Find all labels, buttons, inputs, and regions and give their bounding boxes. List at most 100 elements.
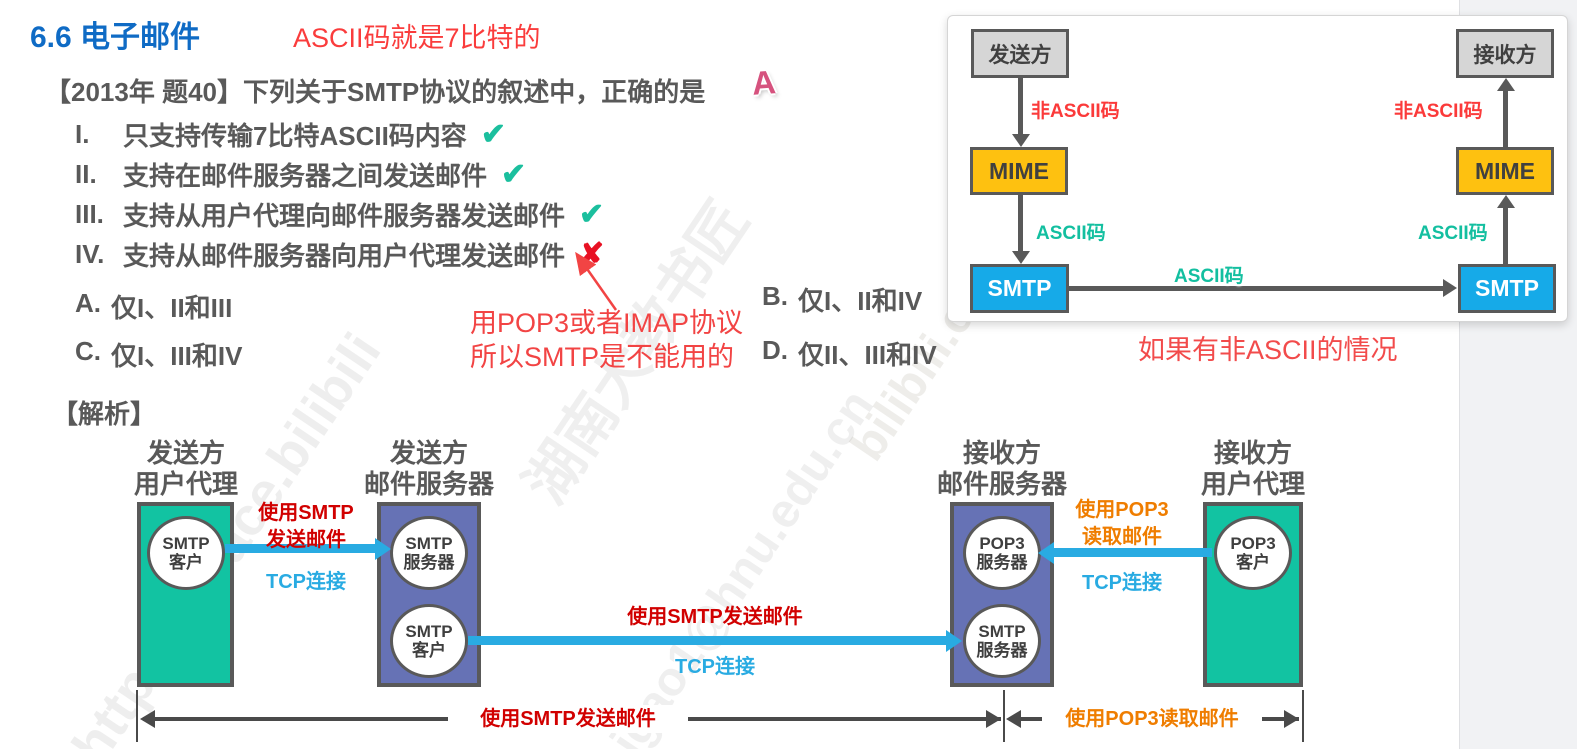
smtp-send-arrow-2-head — [946, 630, 962, 652]
statement-numeral: II. — [75, 158, 97, 189]
check-icon: ✔ — [579, 197, 605, 231]
pop3-client-node: POP3 客户 — [1214, 516, 1292, 590]
option-label: C. — [75, 336, 101, 366]
non-ascii-label-right: 非ASCII码 — [1394, 101, 1483, 122]
statement-row: III. 支持从用户代理向邮件服务器发送邮件 ✔ — [75, 194, 604, 234]
use-smtp-label-line1: 使用SMTP — [258, 502, 354, 524]
node-line: 服务器 — [976, 553, 1028, 572]
smtp-span-arrowhead-left — [140, 710, 155, 728]
node-line: 服务器 — [403, 553, 455, 572]
down-arrow-shaft — [1018, 195, 1023, 253]
smtp-box-left: SMTP — [970, 264, 1069, 313]
pop3-server-node: POP3 服务器 — [963, 516, 1041, 590]
use-pop3-label-line1: 使用POP3 — [1075, 499, 1169, 521]
up-arrow-shaft — [1503, 206, 1508, 264]
column-title-line: 接收方 — [962, 438, 1041, 468]
up-arrow-head — [1497, 78, 1515, 91]
node-line: POP3 — [1230, 534, 1276, 553]
option-c: C. 仅I、III和IV — [75, 336, 242, 373]
smtp-link-arrow-shaft — [1069, 286, 1445, 291]
statement-numeral: I. — [75, 118, 90, 149]
pop3-span-label: 使用POP3读取邮件 — [1042, 705, 1262, 733]
ascii-label-right: ASCII码 — [1418, 223, 1488, 244]
bracket-tick-mid — [1003, 690, 1005, 742]
use-smtp-label-2: 使用SMTP发送邮件 — [627, 606, 803, 628]
use-smtp-label-line2: 发送邮件 — [266, 529, 346, 551]
pop3-read-arrow — [1053, 548, 1212, 557]
statement-numeral: IV. — [75, 238, 105, 269]
option-label: A. — [75, 288, 101, 318]
node-line: SMTP — [405, 534, 453, 553]
statement-row: II. 支持在邮件服务器之间发送邮件 ✔ — [75, 154, 604, 194]
option-text: 仅I、II和III — [111, 293, 233, 323]
sender-box: 发送方 — [971, 29, 1069, 78]
column-title-line: 发送方 — [389, 438, 468, 468]
analysis-label: 【解析】 — [52, 399, 157, 429]
smtp-span-label: 使用SMTP发送邮件 — [448, 705, 688, 733]
node-line: SMTP — [405, 622, 453, 641]
down-arrow-head — [1012, 251, 1030, 264]
smtp-span-arrowhead-right — [986, 710, 1001, 728]
tcp-label-3: TCP连接 — [1082, 572, 1162, 594]
smtp-box-right: SMTP — [1458, 264, 1556, 313]
option-text: 仅II、III和IV — [798, 340, 937, 370]
option-a: A. 仅I、II和III — [75, 288, 232, 325]
handwritten-note: 用POP3或者IMAP协议 所以SMTP是不能用的 — [470, 306, 743, 374]
non-ascii-label-left: 非ASCII码 — [1031, 101, 1120, 122]
mime-caption: 如果有非ASCII的情况 — [1138, 335, 1398, 365]
use-pop3-label-line2: 读取邮件 — [1082, 526, 1162, 548]
answer-letter: A — [750, 63, 778, 102]
column-title-line: 接收方 — [1213, 438, 1292, 468]
ascii-label-left: ASCII码 — [1036, 223, 1106, 244]
column-title-line: 用户代理 — [133, 469, 238, 499]
smtp-client-node: SMTP 客户 — [147, 516, 225, 590]
annotation-arrow — [575, 251, 618, 311]
column-title-sender-ua: 发送方 用户代理 — [96, 438, 276, 500]
down-arrow-shaft — [1018, 78, 1023, 136]
node-line: SMTP — [978, 622, 1026, 641]
column-title-receiver-server: 接收方 邮件服务器 — [912, 438, 1092, 500]
handwritten-note-line1: 用POP3或者IMAP协议 — [470, 308, 744, 338]
statement-text: 只支持传输7比特ASCII码内容 — [123, 120, 467, 151]
page-title: 6.6 电子邮件 — [30, 21, 201, 54]
mime-box-left: MIME — [970, 147, 1068, 195]
smtp-server-node: SMTP 服务器 — [390, 516, 468, 590]
option-label: D. — [762, 335, 788, 365]
smtp-send-arrow-1 — [225, 544, 377, 553]
mime-diagram-card: 发送方 接收方 MIME MIME SMTP SMTP 非ASCII码 非ASC… — [947, 15, 1568, 322]
column-title-sender-server: 发送方 邮件服务器 — [339, 438, 519, 500]
statement-row: IV. 支持从邮件服务器向用户代理发送邮件 ✘ — [75, 234, 604, 274]
smtp-client-node-2: SMTP 客户 — [390, 604, 468, 678]
tcp-label-1: TCP连接 — [266, 571, 346, 593]
statement-text: 支持从邮件服务器向用户代理发送邮件 — [123, 240, 566, 271]
watermark-email: jgao1@hnu.edu.cn — [600, 380, 885, 749]
title-annotation: ASCII码就是7比特的 — [293, 23, 541, 53]
option-text: 仅I、III和IV — [111, 341, 243, 371]
down-arrow-head — [1012, 134, 1030, 147]
column-title-receiver-ua: 接收方 用户代理 — [1163, 438, 1343, 500]
node-line: SMTP — [162, 534, 210, 553]
bracket-tick-left — [136, 690, 138, 742]
question-stem: 【2013年 题40】下列关于SMTP协议的叙述中，正确的是 — [45, 77, 706, 107]
bracket-tick-right — [1302, 690, 1304, 742]
pop3-span-arrowhead-left — [1006, 710, 1021, 728]
column-title-line: 用户代理 — [1200, 469, 1305, 499]
pop3-read-arrow-head — [1038, 542, 1054, 564]
check-icon: ✔ — [501, 157, 527, 191]
option-b: B. 仅I、II和IV — [762, 281, 922, 318]
statement-list: I. 只支持传输7比特ASCII码内容 ✔ II. 支持在邮件服务器之间发送邮件… — [75, 114, 604, 274]
up-arrow-head — [1497, 195, 1515, 208]
statement-numeral: III. — [75, 198, 104, 229]
smtp-send-arrow-2 — [468, 636, 950, 645]
node-line: 客户 — [412, 641, 446, 660]
receiver-box: 接收方 — [1456, 29, 1554, 78]
pop3-span-arrowhead-right — [1284, 710, 1299, 728]
up-arrow-shaft — [1503, 89, 1508, 147]
ascii-label-mid: ASCII码 — [1174, 266, 1244, 287]
option-d: D. 仅II、III和IV — [762, 335, 937, 372]
handwritten-note-line2: 所以SMTP是不能用的 — [470, 342, 735, 372]
smtp-server-node-2: SMTP 服务器 — [963, 604, 1041, 678]
statement-text: 支持从用户代理向邮件服务器发送邮件 — [123, 200, 566, 231]
check-icon: ✔ — [480, 117, 506, 151]
column-title-line: 发送方 — [146, 438, 225, 468]
